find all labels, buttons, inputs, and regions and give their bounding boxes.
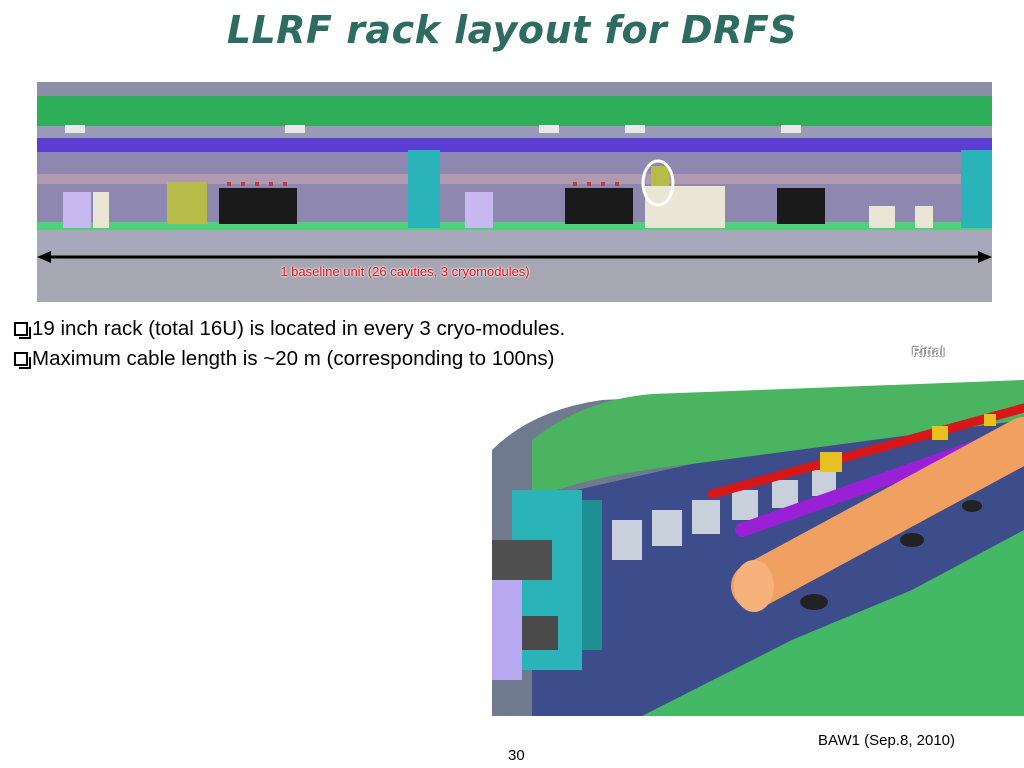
bullet-list: 19 inch rack (total 16U) is located in e… xyxy=(14,314,565,374)
footer-date: BAW1 (Sep.8, 2010) xyxy=(818,732,956,749)
rack-layout-figure xyxy=(37,82,992,302)
page-number: 30 xyxy=(508,747,525,764)
bullet-item: Maximum cable length is ~20 m (correspon… xyxy=(14,344,565,374)
image-credit: Rittal xyxy=(912,344,945,359)
tunnel-3d-figure xyxy=(492,380,1024,716)
baseline-unit-label: 1 baseline unit (26 cavities, 3 cryomodu… xyxy=(280,264,530,279)
square-bullet-icon xyxy=(14,352,31,369)
bullet-text: 19 inch rack (total 16U) is located in e… xyxy=(32,317,566,340)
bullet-text: Maximum cable length is ~20 m (correspon… xyxy=(32,347,555,370)
slide-title: LLRF rack layout for DRFS xyxy=(226,8,798,52)
bullet-item: 19 inch rack (total 16U) is located in e… xyxy=(14,314,565,344)
square-bullet-icon xyxy=(14,322,31,339)
